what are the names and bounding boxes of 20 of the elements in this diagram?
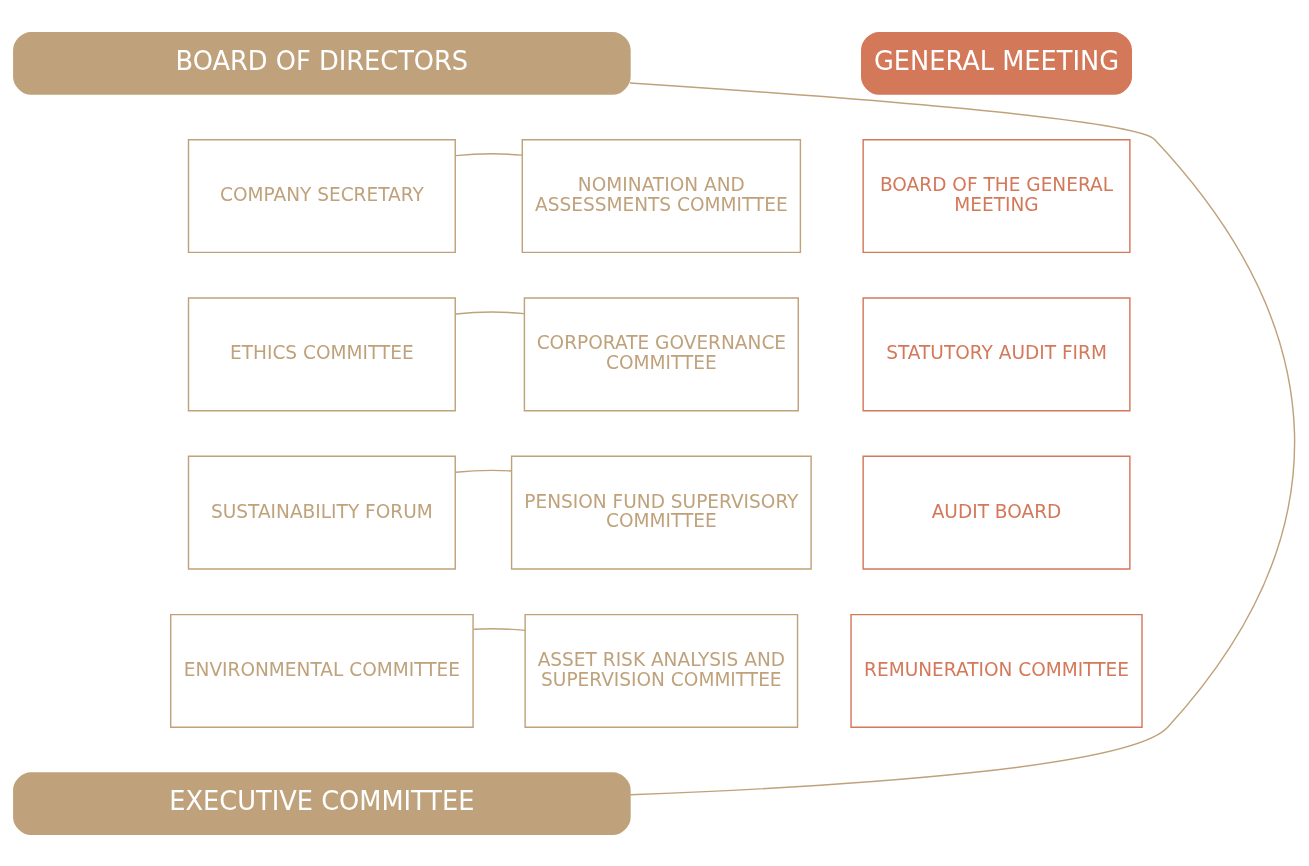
node-box: EXECUTIVE COMMITTEE (13, 771, 631, 835)
node-box: COMPANY SECRETARY (187, 138, 456, 253)
connector (455, 152, 523, 156)
connector (473, 627, 526, 631)
connector (629, 81, 1296, 796)
node-box: ETHICS COMMITTEE (187, 296, 456, 411)
node-box: BOARD OF DIRECTORS (13, 31, 631, 95)
node-box: PENSION FUND SUPERVISORY COMMITTEE (510, 455, 812, 570)
node-box: ASSET RISK ANALYSIS AND SUPERVISION COMMITTEE (524, 613, 799, 728)
node-box: ENVIRONMENTAL COMMITTEE (169, 613, 474, 728)
node-box: NOMINATION AND ASSESSMENTS COMMITTEE (521, 138, 802, 253)
connector (455, 310, 525, 315)
node-box: CORPORATE GOVERNANCE COMMITTEE (523, 296, 799, 411)
node-box: AUDIT BOARD (862, 455, 1131, 570)
connector (455, 469, 512, 473)
node-box: REMUNERATION COMMITTEE (850, 613, 1143, 728)
node-box: BOARD OF THE GENERAL MEETING (862, 138, 1131, 253)
node-box: SUSTAINABILITY FORUM (187, 455, 456, 570)
node-box: STATUTORY AUDIT FIRM (862, 296, 1131, 411)
node-box: GENERAL MEETING (861, 31, 1133, 95)
